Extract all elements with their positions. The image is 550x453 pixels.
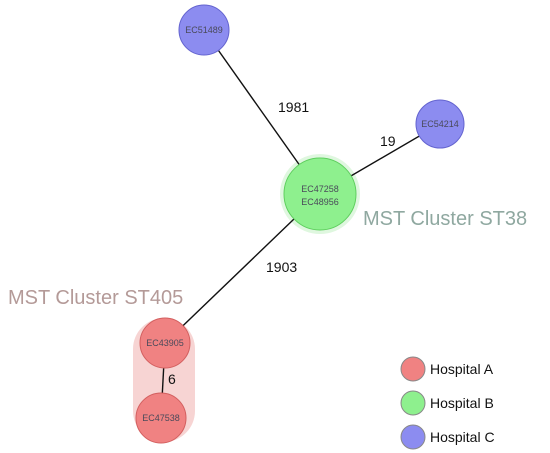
edge-label-19: 19 <box>380 133 396 149</box>
node-ec51489[interactable]: EC51489 <box>178 4 230 56</box>
node-ec54214-label: EC54214 <box>421 119 459 129</box>
legend-swatch-hospital-b <box>400 390 426 416</box>
node-ec51489-label: EC51489 <box>185 25 223 35</box>
node-ec47538-circle <box>135 392 187 444</box>
node-ec47538-label: EC47538 <box>142 413 180 423</box>
node-center-label-1: EC47258 <box>301 184 339 194</box>
node-ec54214-circle <box>415 99 465 149</box>
legend-item-hospital-c: Hospital C <box>400 424 495 450</box>
legend-item-hospital-a: Hospital A <box>400 356 494 382</box>
node-ec43905-circle <box>139 317 191 369</box>
legend-item-hospital-b: Hospital B <box>400 390 494 416</box>
node-ec47538[interactable]: EC47538 <box>135 392 187 444</box>
edge-label-6: 6 <box>168 371 176 387</box>
legend-swatch-hospital-a <box>400 356 426 382</box>
node-center[interactable]: EC47258 EC48956 <box>283 157 357 231</box>
legend-label-hospital-a: Hospital A <box>430 361 494 377</box>
node-ec43905-label: EC43905 <box>146 338 184 348</box>
legend-label-hospital-c: Hospital C <box>430 429 495 445</box>
node-center-circle <box>283 157 357 231</box>
cluster-label-st405: MST Cluster ST405 <box>8 287 183 309</box>
node-ec51489-circle <box>178 4 230 56</box>
legend-label-hospital-b: Hospital B <box>430 395 494 411</box>
edge-label-1903: 1903 <box>266 259 297 275</box>
legend: Hospital A Hospital B Hospital C <box>400 356 495 450</box>
node-ec43905[interactable]: EC43905 <box>139 317 191 369</box>
cluster-label-st38: MST Cluster ST38 <box>363 208 527 230</box>
legend-swatch-hospital-c <box>400 424 426 450</box>
edge-label-1981: 1981 <box>278 99 309 115</box>
node-ec54214[interactable]: EC54214 <box>415 99 465 149</box>
node-center-label-2: EC48956 <box>301 197 339 207</box>
